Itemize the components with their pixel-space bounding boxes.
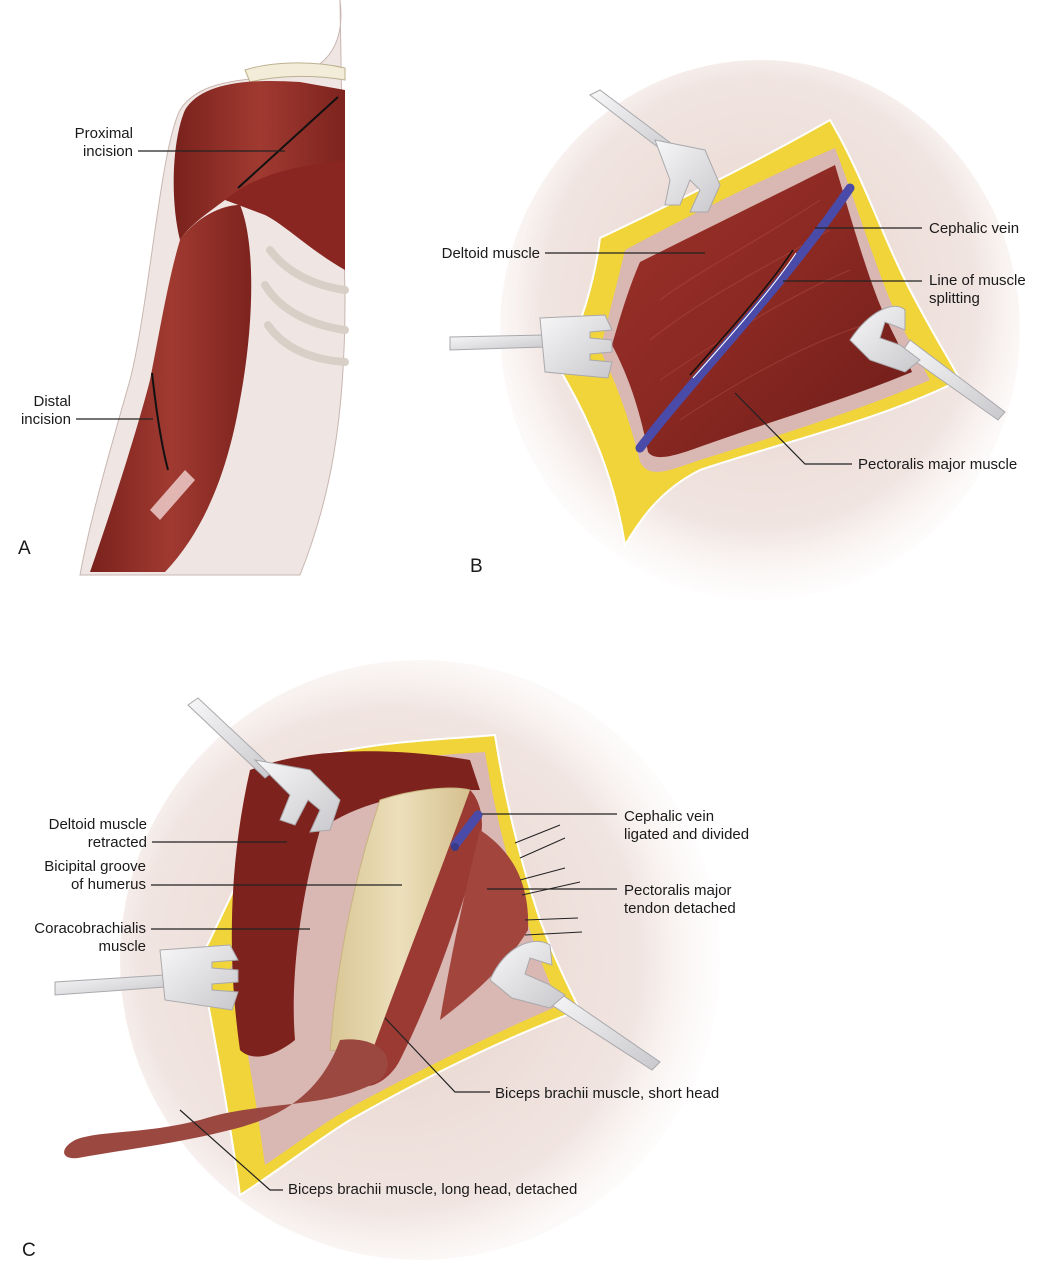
label-cephalic-vein-ligated: Cephalic vein ligated and divided — [624, 808, 749, 844]
label-line: tendon detached — [624, 900, 736, 917]
label-biceps-short-head: Biceps brachii muscle, short head — [495, 1085, 719, 1103]
label-biceps-long-head: Biceps brachii muscle, long head, detach… — [288, 1181, 577, 1199]
deltoid-retracted-c — [231, 751, 480, 1057]
distal-incision-mark — [151, 372, 169, 471]
cephalic-vein-b — [635, 183, 855, 453]
label-line: splitting — [929, 290, 980, 307]
biceps-long-head-c — [64, 1039, 388, 1159]
label-distal-incision: Distal incision — [10, 393, 71, 429]
label-line: Deltoid muscle — [441, 245, 540, 262]
label-line-of-muscle-splitting: Line of muscle splitting — [929, 272, 1026, 308]
label-line: Biceps brachii muscle, long head, detach… — [288, 1181, 578, 1198]
leader-pectoralis-major-muscle — [734, 392, 852, 465]
label-line: Cephalic vein — [624, 808, 715, 825]
clavicle — [244, 62, 346, 83]
aponeurosis — [150, 470, 195, 520]
label-deltoid-muscle: Deltoid muscle — [400, 245, 540, 263]
panel-letter-c: C — [22, 1240, 36, 1261]
panel-letter-a: A — [18, 538, 31, 559]
label-line: Biceps brachii muscle, short head — [495, 1085, 720, 1102]
label-pectoralis-major-muscle: Pectoralis major muscle — [858, 456, 1017, 474]
label-coracobrachialis-muscle: Coracobrachialis muscle — [10, 920, 146, 956]
retractor-top-b — [589, 89, 721, 213]
label-deltoid-muscle-retracted: Deltoid muscle retracted — [10, 816, 147, 852]
pectoralis-tendon-c — [440, 830, 529, 1020]
retractor-right-c — [489, 940, 661, 1071]
biceps-arm — [90, 205, 252, 572]
retractor-left-c — [54, 944, 239, 1011]
label-line: ligated and divided — [624, 826, 750, 843]
leader-lines — [76, 150, 922, 1191]
label-line: Proximal — [74, 125, 133, 142]
panel-c-art — [54, 660, 720, 1260]
leader-biceps-long-head — [179, 1109, 283, 1191]
ribcage — [261, 246, 349, 366]
label-proximal-incision: Proximal incision — [50, 125, 133, 161]
biceps-short-head-c — [360, 790, 482, 1087]
label-line: Distal — [33, 393, 71, 410]
panel-letter-b: B — [470, 556, 483, 577]
label-line: retracted — [87, 834, 147, 851]
label-line: Bicipital groove — [44, 858, 146, 875]
label-line: Cephalic vein — [929, 220, 1020, 237]
pectoralis-a — [225, 160, 345, 270]
leader-biceps-short-head — [384, 1017, 490, 1093]
panel-a-art — [79, 0, 349, 576]
label-pectoralis-tendon-detached: Pectoralis major tendon detached — [624, 882, 736, 918]
label-bicipital-groove: Bicipital groove of humerus — [10, 858, 146, 894]
label-line: Coracobrachialis — [34, 920, 146, 937]
label-line: Deltoid muscle — [48, 816, 147, 833]
retractor-top-c — [187, 697, 341, 833]
label-line: muscle — [98, 938, 146, 955]
retractor-right-b — [849, 305, 1006, 421]
retractor-left-b — [449, 314, 613, 379]
label-cephalic-vein: Cephalic vein — [929, 220, 1019, 238]
cephalic-vein-c — [450, 810, 483, 850]
proximal-incision-mark — [237, 96, 339, 189]
label-line: Pectoralis major — [624, 882, 732, 899]
label-line: incision — [82, 143, 133, 160]
label-line: Line of muscle — [929, 272, 1026, 289]
panel-b-art — [449, 60, 1020, 600]
label-line: incision — [20, 411, 71, 428]
label-line: of humerus — [70, 876, 146, 893]
label-line: Pectoralis major muscle — [858, 456, 1018, 473]
